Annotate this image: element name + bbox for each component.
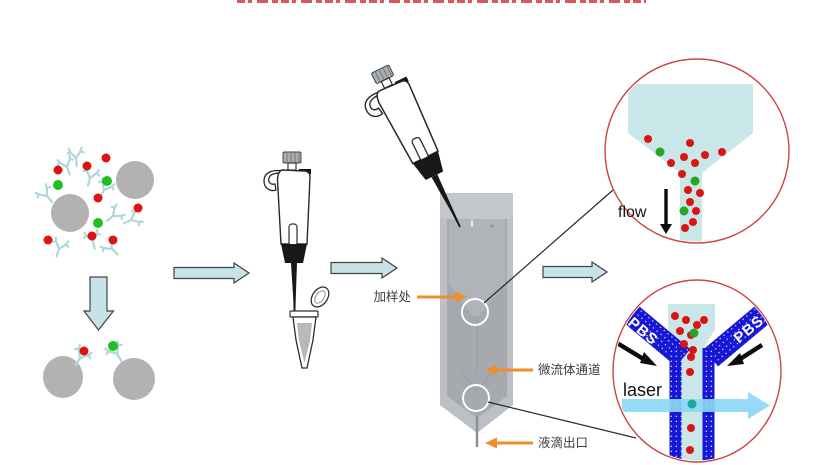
red-fluorophore-dots	[43, 153, 143, 245]
connector-line-bottom	[487, 401, 637, 439]
droplet-outlet-label: 液滴出口	[538, 435, 588, 450]
right-block-arrow-3	[542, 260, 609, 284]
bead	[113, 358, 155, 400]
tube-liquid	[297, 323, 312, 363]
pipette-shaft	[431, 174, 461, 228]
pipette-finger-hook	[364, 90, 384, 118]
detected-bead-dot	[687, 399, 697, 409]
cap-ridges	[286, 153, 300, 162]
microfluidic-chip	[440, 193, 513, 447]
flow-inset: flow	[604, 58, 790, 244]
pipette-shaft	[291, 263, 297, 316]
bead-antibody-mixture	[33, 146, 154, 262]
laser-label: laser	[623, 380, 662, 400]
pbs-flow-arrow-left	[615, 341, 647, 362]
red-bead-dots	[644, 135, 726, 232]
pipette-collar	[412, 151, 444, 181]
pipette-body	[376, 80, 440, 165]
green-bead-dots	[689, 328, 699, 338]
down-block-arrow	[82, 276, 115, 331]
connector-line-top	[483, 189, 614, 304]
tube-lid-open	[310, 286, 330, 308]
pipette-finger-hook	[263, 169, 285, 192]
red-fluorophore-dot	[79, 346, 89, 356]
tube-rim	[289, 310, 319, 318]
bead	[51, 194, 89, 232]
chip-junction-marker-circle	[462, 384, 490, 412]
chip-funnel-region	[449, 219, 505, 316]
microfluidic-channel-arrowhead	[485, 364, 497, 376]
chip-inlet-droplet	[470, 218, 474, 228]
chip-top-band	[440, 193, 513, 219]
chip-alignment-dot	[490, 224, 494, 228]
pipette-plunger-cap	[282, 151, 302, 164]
laser-inset: PBS PBS laser	[612, 279, 782, 463]
bead	[43, 356, 83, 398]
flow-direction-arrowhead	[660, 224, 672, 234]
labeled-beads	[43, 339, 155, 400]
funnel-channel	[628, 84, 753, 242]
droplet-outlet-arrowhead	[485, 437, 497, 449]
microfluidic-channel-label: 微流体通道	[538, 363, 601, 377]
flow-label: flow	[618, 204, 647, 221]
pipette-stem	[287, 162, 297, 171]
sample-inlet-arrowhead	[455, 291, 467, 303]
chip-inlet-marker-circle	[461, 298, 489, 326]
tube-lid-inner	[314, 290, 326, 304]
pipette-with-tube	[263, 151, 330, 369]
eppendorf-tube	[289, 286, 330, 369]
sample-inlet-label: 加样处	[373, 289, 411, 304]
bead	[116, 161, 154, 199]
pipette-collar	[281, 244, 307, 263]
green-fluorophore-dots	[53, 176, 112, 228]
right-block-arrow-1	[173, 261, 251, 285]
green-fluorophore-dot	[108, 341, 118, 351]
pipette-dispensing	[364, 64, 461, 228]
volume-window	[288, 223, 298, 247]
pbs-flow-arrowhead-left	[640, 352, 657, 366]
chip-callouts: 加样处 微流体通道 液滴出口	[373, 289, 601, 450]
right-block-arrow-2	[330, 256, 399, 280]
green-bead-dots	[655, 147, 700, 216]
pbs-flow-arrowhead-right	[727, 353, 744, 366]
cap-ridges	[375, 66, 392, 82]
